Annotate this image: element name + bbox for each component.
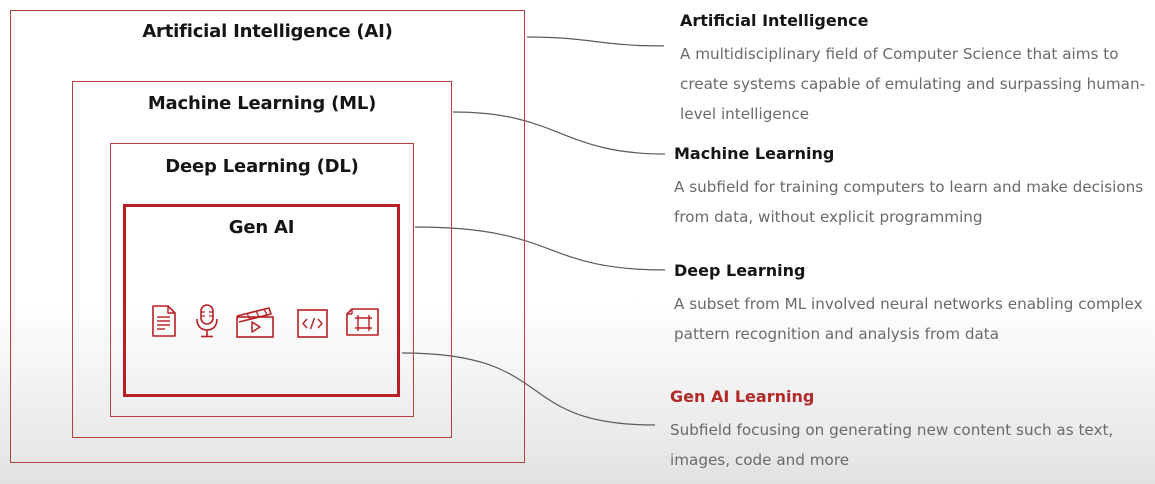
document-icon bbox=[152, 305, 176, 337]
image-crop-icon bbox=[346, 308, 379, 336]
definition-title: Deep Learning bbox=[674, 261, 806, 280]
definition-title: Artificial Intelligence bbox=[680, 11, 869, 30]
connector-dl bbox=[414, 226, 666, 271]
box-artificial-intelligence: Artificial Intelligence (AI) bbox=[10, 10, 525, 463]
definition-title: Gen AI Learning bbox=[670, 387, 815, 406]
connector-gen bbox=[401, 352, 656, 426]
definition-text: Subfield focusing on generating new cont… bbox=[670, 421, 1114, 469]
connector-ml bbox=[452, 111, 666, 155]
definition-dl: Deep Learning A subset from ML involved … bbox=[674, 261, 1144, 349]
box-title-dl: Deep Learning (DL) bbox=[165, 156, 359, 177]
definition-text: A multidisciplinary field of Computer Sc… bbox=[680, 45, 1146, 123]
microphone-icon bbox=[196, 304, 218, 338]
definition-title: Machine Learning bbox=[674, 144, 835, 163]
video-clapper-icon bbox=[236, 307, 274, 338]
definition-text: A subset from ML involved neural network… bbox=[674, 295, 1143, 343]
definition-text: A subfield for training computers to lea… bbox=[674, 178, 1144, 226]
box-title-ai: Artificial Intelligence (AI) bbox=[142, 21, 393, 42]
code-icon bbox=[297, 309, 328, 338]
connector-ai bbox=[526, 36, 665, 47]
box-title-gen: Gen AI bbox=[228, 217, 295, 238]
definition-ml: Machine Learning A subfield for training… bbox=[674, 144, 1144, 232]
box-machine-learning: Machine Learning (ML) bbox=[72, 81, 452, 438]
box-gen-ai: Gen AI bbox=[123, 204, 400, 397]
box-title-ml: Machine Learning (ML) bbox=[147, 93, 377, 114]
definition-ai: Artificial Intelligence A multidisciplin… bbox=[680, 11, 1150, 129]
gen-ai-icons bbox=[126, 207, 403, 400]
box-deep-learning: Deep Learning (DL) bbox=[110, 143, 414, 417]
definition-gen-ai: Gen AI Learning Subfield focusing on gen… bbox=[670, 387, 1150, 475]
